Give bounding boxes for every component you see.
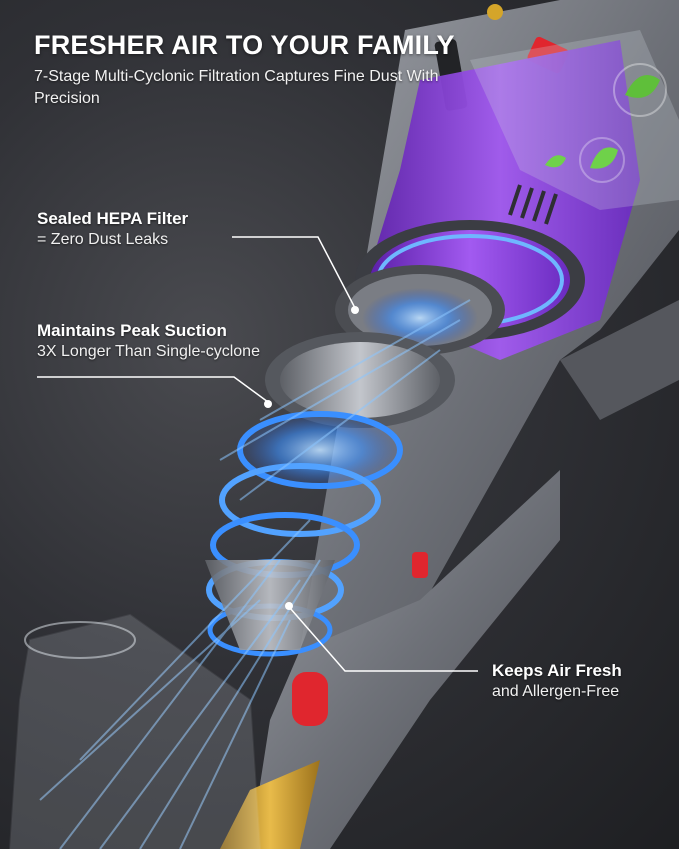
callout-title: Keeps Air Fresh [492,661,622,680]
headline: FRESHER AIR TO YOUR FAMILY [34,30,455,60]
callout-detail: and Allergen-Free [492,683,620,700]
callout-air-fresh: Keeps Air Fresh and Allergen-Free [492,660,622,702]
transparent-bin [8,613,262,849]
callout-detail: = Zero Dust Leaks [37,231,169,248]
cyclone-assembly [205,332,455,657]
callout-hepa-filter: Sealed HEPA Filter = Zero Dust Leaks [37,208,188,250]
trigger-button [292,672,328,726]
subheadline: 7-Stage Multi-Cyclonic Filtration Captur… [34,68,439,107]
leaf-icons [545,63,667,183]
callout-title: Maintains Peak Suction [37,321,227,340]
hepa-filter [335,265,505,355]
callout-peak-suction: Maintains Peak Suction 3X Longer Than Si… [37,320,260,362]
callout-detail: 3X Longer Than Single-cyclone [37,343,260,360]
callout-leader-lines [37,236,478,672]
callout-title: Sealed HEPA Filter [37,209,189,228]
release-button [412,552,428,578]
